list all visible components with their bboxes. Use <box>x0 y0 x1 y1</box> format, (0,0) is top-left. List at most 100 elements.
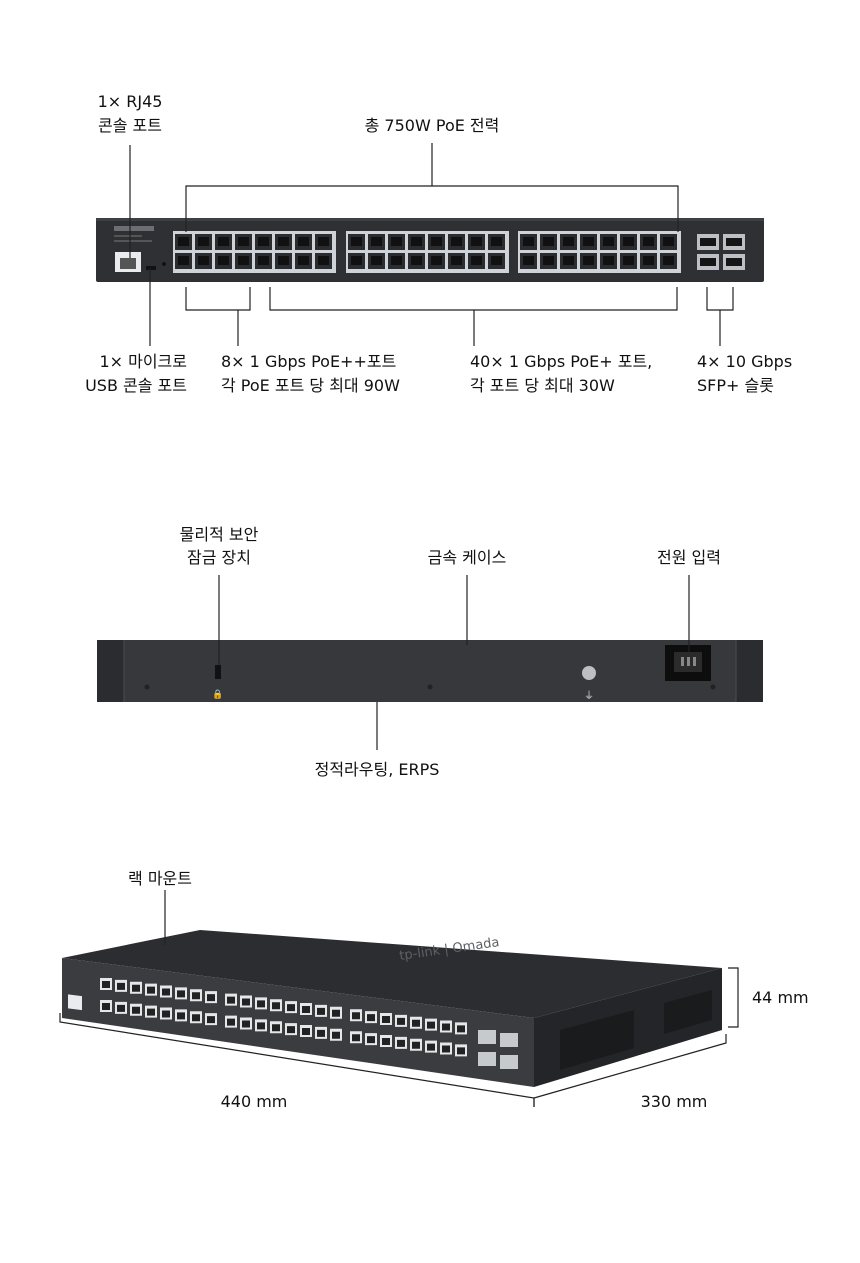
rj45-port-inner <box>643 237 654 246</box>
front-labels: 1× RJ45 콘솔 포트 총 750W PoE 전력 1× 마이크로 USB … <box>85 92 792 395</box>
rj45-port-inner <box>258 237 269 246</box>
iso-rj45-port-inner <box>257 1000 265 1008</box>
rj45-port-inner <box>278 237 289 246</box>
label-routing: 정적라우팅, ERPS <box>315 760 440 779</box>
label-console-rj45-2: 콘솔 포트 <box>98 116 162 135</box>
back-callouts <box>218 575 690 750</box>
iso-rj45-port-inner <box>227 1018 235 1026</box>
callout-sfp-bracket <box>706 287 734 311</box>
iso-rj45-port-inner <box>457 1047 465 1055</box>
label-micro-usb-2: USB 콘솔 포트 <box>85 376 187 395</box>
rj45-port-inner <box>471 256 482 265</box>
isometric-view: tp-link | Omada <box>62 930 722 1087</box>
iso-rj45-port-inner <box>132 984 140 992</box>
rj45-port-inner <box>391 237 402 246</box>
iso-rj45-port-inner <box>227 996 235 1004</box>
iso-rj45-port-inner <box>382 1038 390 1045</box>
label-poe-p-1: 40× 1 Gbps PoE+ 포트, <box>470 352 652 371</box>
rj45-port-inner <box>178 256 189 265</box>
rj45-port-inner <box>523 237 534 246</box>
rj45-port-inner <box>351 237 362 246</box>
label-metal-case: 금속 케이스 <box>428 548 507 567</box>
rj45-port-inner <box>471 237 482 246</box>
micro-usb-port <box>146 266 156 270</box>
iso-rj45-port-inner <box>192 992 200 1000</box>
label-micro-usb-1: 1× 마이크로 <box>99 352 187 371</box>
label-poe-pp-2: 각 PoE 포트 당 최대 90W <box>221 376 400 395</box>
label-console-rj45-1: 1× RJ45 <box>98 92 163 111</box>
security-lock-slot <box>215 665 221 679</box>
rj45-port-inner <box>318 237 329 246</box>
iso-rj45-port-inner <box>302 1028 310 1035</box>
screw <box>144 684 150 690</box>
rj45-port-inner <box>643 256 654 265</box>
rj45-port-inner <box>198 256 209 265</box>
iso-rj45-port-inner <box>242 1020 250 1028</box>
label-width: 440 mm <box>221 1092 288 1111</box>
rj45-port-inner <box>391 256 402 265</box>
rj45-port-inner <box>431 256 442 265</box>
rj45-port-inner <box>563 237 574 246</box>
rj45-port-inner <box>663 237 674 246</box>
rj45-port-inner <box>491 237 502 246</box>
label-rack-mount: 랙 마운트 <box>128 869 192 888</box>
iso-rj45-port-inner <box>367 1014 375 1022</box>
rj45-port-inner <box>278 256 289 265</box>
label-poe-pp-1: 8× 1 Gbps PoE++포트 <box>221 352 396 371</box>
ground-screw <box>582 666 596 680</box>
callout-poe-pp-bracket <box>185 287 251 311</box>
sfp-slot-inner <box>700 258 716 266</box>
screw <box>427 684 433 690</box>
iso-sfp-slot <box>500 1033 518 1047</box>
back-labels: 물리적 보안 잠금 장치 금속 케이스 전원 입력 정적라우팅, ERPS <box>180 525 721 779</box>
iso-rj45-port-inner <box>207 1016 215 1024</box>
iso-rj45-port-inner <box>427 1043 435 1051</box>
rj45-port-inner <box>298 256 309 265</box>
rj45-port-inner <box>178 237 189 246</box>
rj45-port-inner <box>563 256 574 265</box>
iso-rj45-port-inner <box>412 1041 420 1049</box>
iso-rj45-port-inner <box>257 1022 265 1030</box>
rj45-port-inner <box>583 237 594 246</box>
rj45-port-inner <box>603 237 614 246</box>
callout-poe-p-bracket <box>269 287 678 311</box>
iso-rj45-port-inner <box>412 1019 420 1027</box>
iso-rj45-port-inner <box>132 1006 140 1014</box>
iso-rj45-port-inner <box>102 1003 110 1010</box>
iso-rj45-port-inner <box>367 1036 375 1044</box>
front-port-grid <box>173 231 681 273</box>
iso-rj45-port-inner <box>117 1004 125 1012</box>
iso-rj45-port-inner <box>192 1014 200 1022</box>
iso-rj45-port-inner <box>147 986 155 994</box>
iso-side-vents <box>560 990 712 1070</box>
rj45-port-inner <box>218 256 229 265</box>
iso-rj45-port-inner <box>162 988 170 996</box>
sfp-slot-inner <box>700 238 716 246</box>
iso-rj45-port-inner <box>352 1034 360 1042</box>
sfp-slot-inner <box>726 258 742 266</box>
rj45-port-inner <box>663 256 674 265</box>
iso-top-surface <box>62 930 722 1018</box>
rj45-port-inner <box>351 256 362 265</box>
rj45-port-inner <box>491 256 502 265</box>
rj45-port-inner <box>603 256 614 265</box>
iso-port-grid <box>100 978 518 1069</box>
rj45-port-inner <box>318 256 329 265</box>
rj45-port-inner <box>411 256 422 265</box>
iso-rj45-port-inner <box>207 994 215 1002</box>
label-height: 44 mm <box>752 988 809 1007</box>
iso-rj45-port-inner <box>382 1016 390 1023</box>
back-panel: 🔒 ⏚ <box>97 640 763 702</box>
iso-rj45-port-inner <box>242 998 250 1006</box>
sfp-port-grid <box>697 234 745 270</box>
iso-rj45-port-inner <box>272 1002 280 1010</box>
front-callouts <box>129 143 734 346</box>
rj45-port-inner <box>411 237 422 246</box>
rj45-port-inner <box>523 256 534 265</box>
iso-rj45-port-inner <box>117 982 125 990</box>
dim-depth <box>533 1034 727 1107</box>
rj45-port-inner <box>623 256 634 265</box>
iso-labels: 랙 마운트 44 mm 440 mm 330 mm <box>128 869 809 1111</box>
iso-rj45-port-inner <box>102 981 110 988</box>
